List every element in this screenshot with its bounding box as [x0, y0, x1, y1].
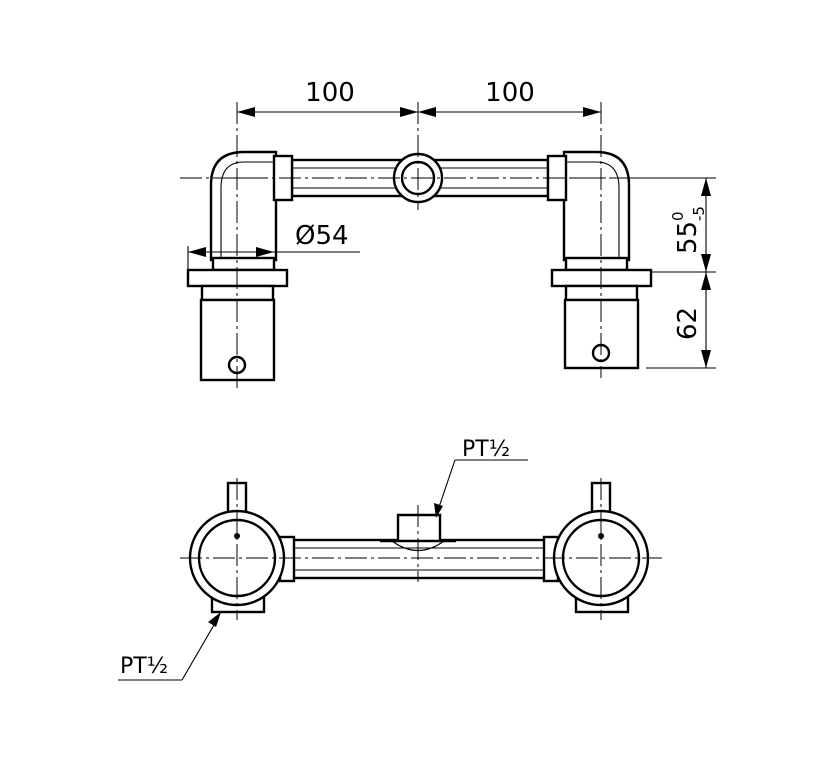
height-main-label: 55 — [673, 221, 703, 254]
top-view: 100 100 Ø54 55 0 -5 — [180, 78, 716, 390]
inlet-label: PT½ — [462, 437, 510, 462]
height-tol-upper: 0 — [669, 211, 687, 221]
dim-left-label: 100 — [305, 78, 355, 108]
front-view: PT½ PT½ — [118, 437, 662, 681]
outlet-label: PT½ — [120, 654, 168, 679]
horizontal-pipe — [290, 538, 550, 580]
height-base-label: 62 — [673, 307, 703, 340]
inlet-callout: PT½ — [434, 437, 528, 518]
diameter-label: Ø54 — [295, 221, 349, 251]
right-elbow-body — [546, 150, 631, 272]
dim-right-label: 100 — [485, 78, 535, 108]
outlet-callout: PT½ — [118, 612, 221, 681]
width-dimension: 100 100 — [237, 78, 601, 117]
height-tol-lower: -5 — [690, 206, 708, 221]
left-hub — [188, 481, 296, 614]
front-view-centerlines — [180, 478, 662, 620]
top-view-centerlines — [180, 102, 660, 390]
height-dimension: 55 0 -5 62 — [626, 177, 716, 369]
diameter-dimension: Ø54 — [187, 221, 360, 270]
right-hub — [542, 481, 650, 614]
